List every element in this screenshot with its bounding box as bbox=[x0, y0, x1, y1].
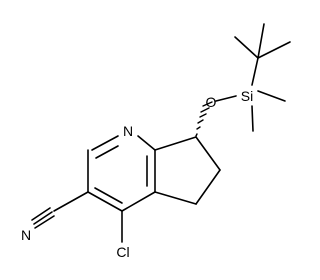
bond-c2-n1 bbox=[91, 135, 119, 151]
bond-si-methyl-down bbox=[251, 105, 254, 132]
bond-nitrile-1 bbox=[33, 211, 53, 225]
bond-o-si bbox=[215, 95, 237, 102]
bond-c7-c6 bbox=[195, 136, 221, 171]
bond-cquat-methyl-2 bbox=[257, 23, 265, 59]
bond-c5-c4a bbox=[154, 191, 197, 205]
bond-c4a-c4 bbox=[121, 191, 156, 212]
bond-cquat-methyl-1 bbox=[234, 36, 259, 59]
bond-c2-n1-double bbox=[95, 145, 119, 159]
atom-si: Si bbox=[241, 88, 253, 104]
atom-n-ring: N bbox=[123, 123, 133, 139]
bond-c4-c3 bbox=[87, 191, 123, 212]
bond-si-cquat bbox=[251, 57, 259, 86]
bond-cquat-methyl-3 bbox=[257, 41, 291, 59]
atom-o: O bbox=[206, 94, 217, 110]
bond-c6-c5 bbox=[195, 169, 221, 205]
bond-nitrile-3 bbox=[31, 207, 51, 221]
bond-nitrile-2 bbox=[34, 215, 55, 229]
bond-n1-c7a bbox=[137, 135, 156, 151]
atom-cl: Cl bbox=[116, 244, 129, 260]
atom-n-nitrile: N bbox=[21, 227, 31, 243]
bond-si-methyl-right bbox=[257, 90, 286, 102]
bond-c7a-c7 bbox=[154, 136, 197, 151]
hashed-wedge-bond bbox=[195, 101, 213, 137]
bond-c3-cn bbox=[53, 191, 89, 212]
bond-c4-c3-double bbox=[94, 187, 123, 204]
